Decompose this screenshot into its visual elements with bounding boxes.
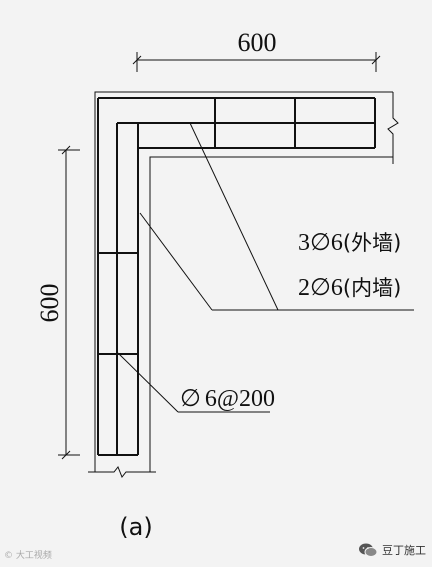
outer-bar-note: (外墙) xyxy=(343,231,401,255)
watermark-right-text: 豆丁施工 xyxy=(382,544,426,557)
top-dimension-label: 600 xyxy=(238,28,277,57)
outer-bar-size: 6 xyxy=(331,230,343,256)
top-dimension xyxy=(132,52,381,72)
inner-bar-size: 6 xyxy=(331,275,343,301)
break-mark-right xyxy=(387,92,399,164)
left-dimension xyxy=(58,145,80,460)
watermark-left: © 大工视频 xyxy=(4,551,52,561)
inner-bar-note: (内墙) xyxy=(343,276,401,300)
left-dimension-label: 600 xyxy=(35,284,64,323)
watermark-right: 豆丁施工 xyxy=(358,542,426,558)
tie-symbol: ∅ xyxy=(180,386,201,412)
outer-bar-symbol: ∅ xyxy=(310,230,331,256)
inner-bar-symbol: ∅ xyxy=(310,275,331,301)
wall-outline-inner xyxy=(149,156,393,472)
inner-bar-count: 2 xyxy=(298,275,310,301)
outer-bar-count: 3 xyxy=(298,230,310,256)
inner-bar-label: 2∅6(内墙) xyxy=(298,275,401,301)
outer-bar-label: 3∅6(外墙) xyxy=(298,230,401,256)
leader-lines xyxy=(117,122,414,413)
wall-outline-outer xyxy=(94,91,393,472)
figure-caption: (a) xyxy=(119,513,152,541)
wechat-icon xyxy=(359,543,378,557)
horizontal-rebar-cage xyxy=(98,97,376,149)
vertical-rebar-cage xyxy=(97,98,139,456)
break-mark-bottom xyxy=(88,466,156,478)
tie-spacing: @200 xyxy=(217,386,275,412)
tie-label: ∅6@200 xyxy=(180,386,275,412)
tie-size: 6 xyxy=(205,386,217,412)
